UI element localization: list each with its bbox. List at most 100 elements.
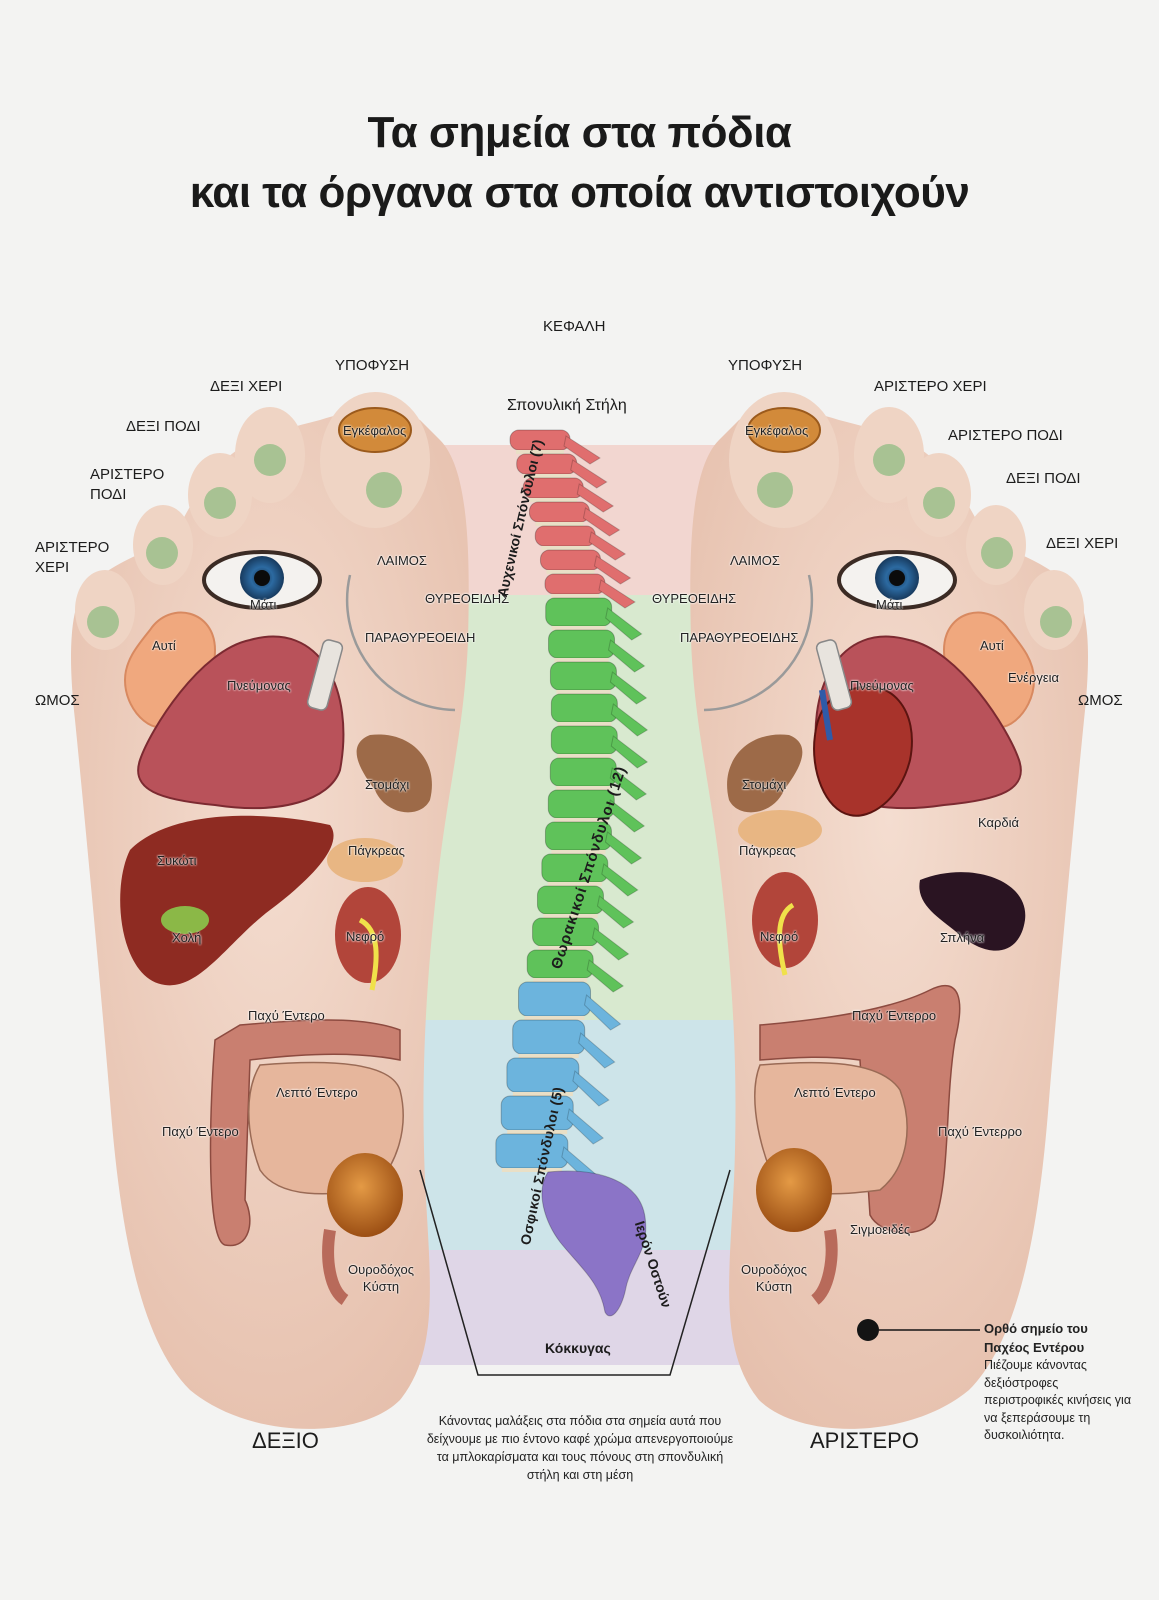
right-bladder-label: Ουροδόχος Κύστη [348, 1262, 414, 1294]
note-bracket [419, 1169, 731, 1376]
right-toe5-label: ΑΡΙΣΤΕΡΟ ΧΕΡΙ [35, 539, 110, 576]
left-colon-side-label: Παχύ Έντερρο [938, 1124, 1023, 1139]
spine-title: Σπονυλική Στήλη [507, 397, 627, 414]
left-thyroid-label: ΘΥΡΕΟΕΙΔΗΣ [652, 591, 737, 606]
vertebra [545, 597, 613, 627]
vertebra [506, 1057, 580, 1093]
coccyx-label: Κόκκυγας [545, 1340, 611, 1356]
vertebra-process [593, 555, 632, 585]
right-ear-label: Αυτί [152, 638, 176, 653]
left-kidney-shape [752, 872, 818, 968]
left-kidney-label: Νεφρό [760, 929, 799, 944]
vertebral-disc [524, 1016, 585, 1020]
left-stomach-shape [727, 734, 803, 813]
right-colon-side-label: Παχύ Έντερο [162, 1124, 239, 1139]
vertebral-disc [543, 914, 598, 918]
right-small-intestine-label: Λεπτό Έντερο [276, 1085, 358, 1100]
right-pancreas-label: Πάγκρεας [348, 843, 405, 858]
vertebral-disc [550, 594, 599, 598]
spine-column [495, 429, 649, 1317]
vertebra [518, 981, 592, 1017]
side-note-title-1: Ορθό σημείο του [984, 1321, 1088, 1336]
vertebra-process [609, 767, 648, 801]
left-lung-label: Πνεύμονας [850, 678, 914, 693]
vertebral-disc [529, 498, 578, 502]
vertebra [549, 661, 617, 691]
vertebra-process [592, 927, 630, 961]
left-foot-caption: ΑΡΙΣΤΕΡΟ [810, 1428, 919, 1453]
left-heart-shape [813, 685, 913, 817]
right-pituitary-label: ΥΠΟΦΥΣΗ [335, 357, 410, 374]
vertebra-process [586, 959, 625, 993]
vertebral-disc [518, 1054, 579, 1058]
reflex-point [146, 537, 178, 569]
vertebra [495, 1133, 569, 1169]
vertebral-disc [556, 786, 611, 790]
vertebra [550, 693, 618, 723]
right-stomach-shape [356, 734, 432, 813]
left-eye-label: Μάτι [876, 597, 903, 612]
colon-point-marker [857, 1319, 879, 1341]
right-toe2-label: ΔΕΞΙ ΧΕΡΙ [210, 378, 283, 395]
vertebra-process [598, 579, 636, 609]
left-bladder-label: Ουροδόχος Κύστη [741, 1262, 807, 1294]
right-kidney-label: Νεφρό [346, 929, 385, 944]
left-brain-shape [747, 407, 821, 453]
side-note: Ορθό σημείο του Παχέος Εντέρου Πιέζουμε … [984, 1320, 1134, 1445]
center-note: Κάνοντας μαλάξεις στα πόδια στα σημεία α… [426, 1414, 734, 1483]
left-bladder-shape [756, 1148, 832, 1232]
vertebral-disc [556, 690, 611, 694]
vertebral-disc [554, 818, 609, 822]
vertebral-disc [551, 626, 606, 630]
right-thyroid-label: ΘΥΡΕΟΕΙΔΗΣ [425, 591, 510, 606]
vertebral-disc [541, 546, 590, 550]
vertebra-process [570, 459, 608, 489]
left-colon-shape [759, 984, 961, 1234]
vertebra-process [607, 639, 646, 673]
right-gallbladder-label: Χολή [172, 930, 202, 945]
reflex-point [204, 487, 236, 519]
left-parathyroid-label: ΠΑΡΑΘΥΡΕΟΕΙΔΗΣ [680, 630, 799, 645]
left-heart-label: Καρδιά [978, 815, 1020, 830]
left-toe4-label: ΔΕΞΙ ΠΟΔΙ [1006, 470, 1081, 487]
reflex-point [254, 444, 286, 476]
vertebra-process [588, 531, 627, 561]
sacral-band [395, 1250, 765, 1365]
vertebra-process [596, 895, 635, 929]
vertebra-process [582, 507, 621, 537]
right-liver-label: Συκώτι [157, 853, 197, 868]
page-title-line-1: Τα σημεία στα πόδια [367, 108, 792, 157]
side-note-body: Πιέζουμε κάνοντας δεξιόστροφες περιστροφ… [984, 1358, 1132, 1442]
vertebral-disc [535, 522, 584, 526]
left-brain-label: Εγκέφαλος [745, 423, 809, 438]
left-neck-arc [703, 574, 814, 712]
left-toe5-label: ΔΕΞΙ ΧΕΡΙ [1046, 535, 1119, 552]
left-small-intestine-label: Λεπτό Έντερο [794, 1085, 876, 1100]
vertebral-disc [533, 978, 588, 982]
right-lung-label: Πνεύμονας [227, 678, 291, 693]
vertebra [534, 525, 596, 547]
left-spleen-shape [919, 872, 1026, 951]
vertebral-disc [516, 450, 564, 454]
vertebra-process [576, 483, 615, 513]
right-liver-shape [120, 815, 334, 986]
vertebral-disc [547, 882, 602, 886]
left-foot [690, 392, 1088, 1429]
left-shoulder-label: ΩΜΟΣ [1078, 692, 1123, 709]
vertebra-process [583, 994, 622, 1031]
vertebra-process [578, 1032, 616, 1069]
vertebral-disc [522, 474, 571, 478]
vertebra [539, 549, 601, 571]
vertebra-process [601, 863, 639, 897]
left-toe3-label: ΑΡΙΣΤΕΡΟ ΠΟΔΙ [948, 427, 1063, 444]
right-toe4-label: ΑΡΙΣΤΕΡΟ ΠΟΔΙ [90, 466, 165, 503]
reflex-point [923, 487, 955, 519]
vertebral-disc [507, 1130, 568, 1134]
vertebra-process [610, 703, 649, 737]
right-pancreas-shape [327, 838, 403, 882]
right-parathyroid-label: ΠΑΡΑΘΥΡΕΟΕΙΔΗ [365, 630, 476, 645]
reflex-point [981, 537, 1013, 569]
vertebral-disc [512, 1092, 573, 1096]
right-colon-top-label: Παχύ Έντερο [248, 1008, 325, 1023]
